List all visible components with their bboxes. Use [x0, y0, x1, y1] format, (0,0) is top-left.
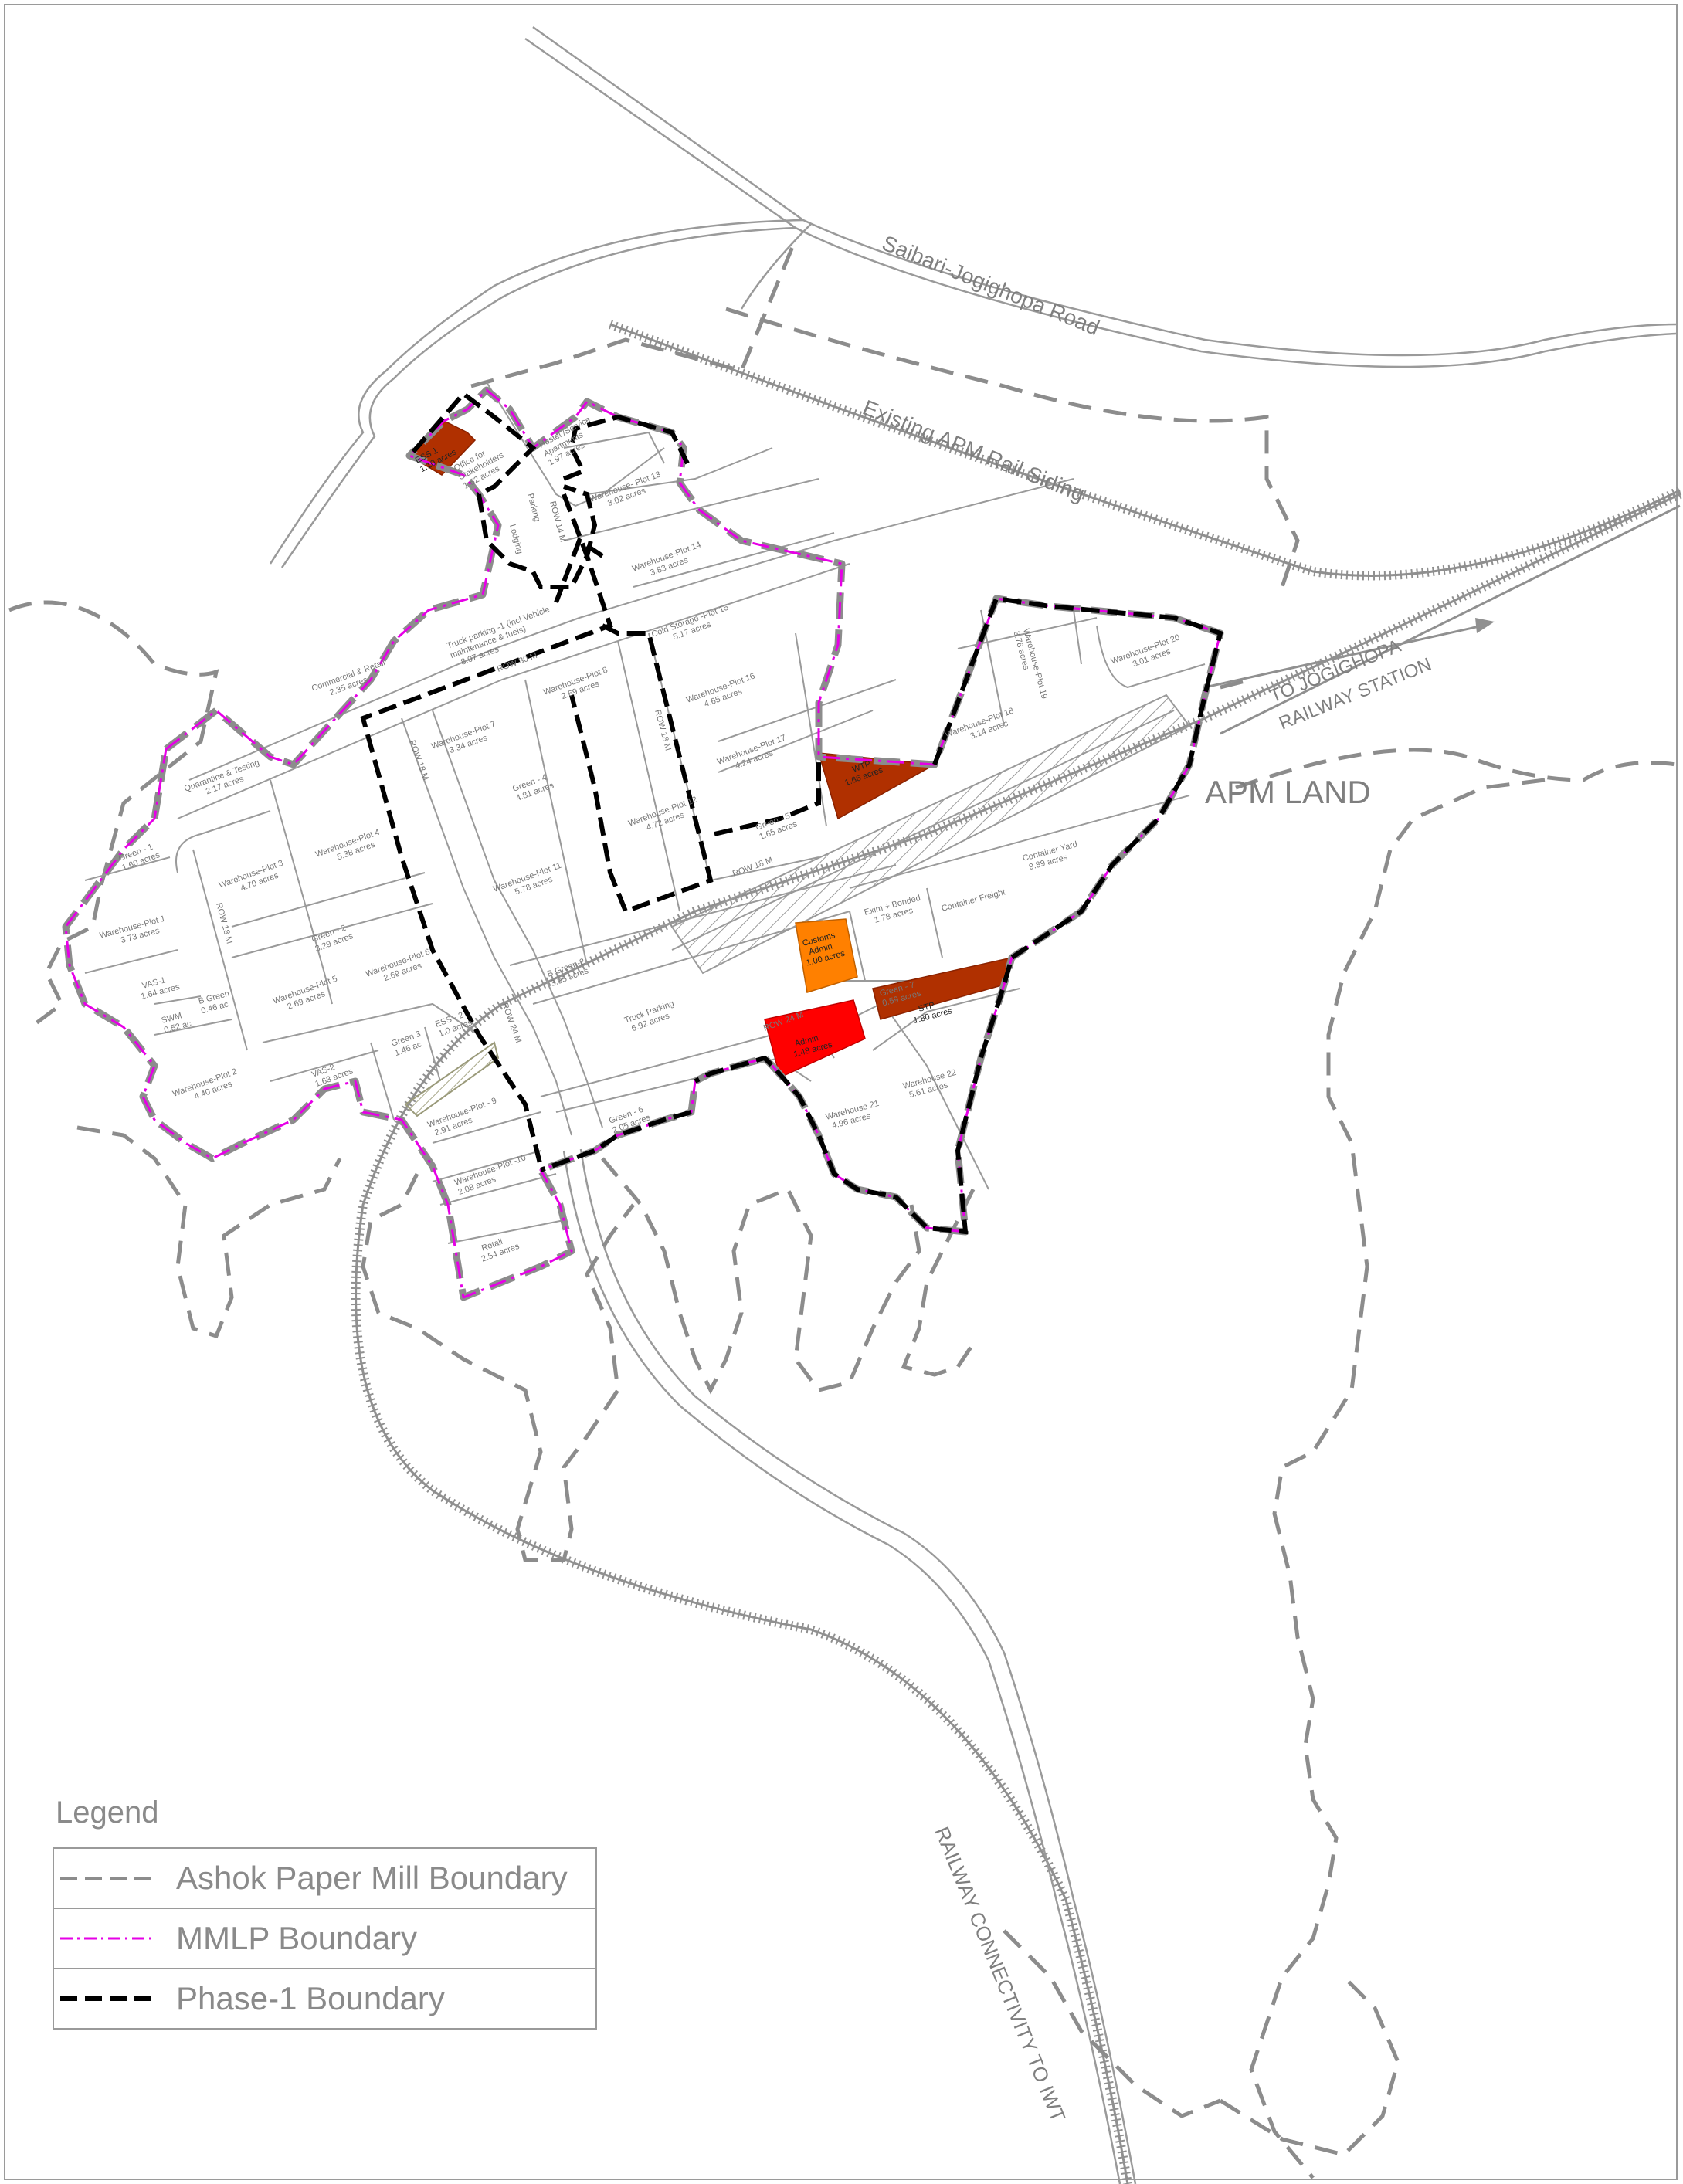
row14-label: ROW 14 M [548, 500, 568, 544]
wh7-label: Warehouse-Plot 73.34 acres [430, 720, 500, 761]
apm-land-label: APM LAND [1205, 774, 1371, 810]
admin-plot [764, 999, 866, 1079]
green1-label: Green - 11.60 acres [117, 841, 161, 873]
wh17-label: Warehouse-Plot 174.24 acres [716, 733, 791, 776]
wh12-label: Warehouse-Plot 124.72 acres [627, 795, 702, 838]
wh19-label: Warehouse-Plot 193.78 acres [1012, 628, 1049, 703]
wh16-label: Warehouse-Plot 164.65 acres [685, 671, 760, 714]
phase1-boundary-swatch-icon [60, 1996, 153, 2001]
map-labels: Saibari-Jogighopa Road Existing APM Rail… [860, 231, 1434, 2125]
phase1-boundary [360, 390, 1223, 1235]
legend-label-phase1: Phase-1 Boundary [176, 1980, 445, 2016]
container-yard-label: Container Yard9.89 acres [1022, 839, 1081, 873]
saibari-jogighopa-road [269, 25, 1677, 568]
rail-yard-hatch [670, 694, 1191, 975]
bgreen1-label: B Green0.46 ac [198, 989, 233, 1016]
wh6-label: Warehouse-Plot 62.69 acres [365, 948, 435, 989]
wh14-label: Warehouse-Plot 143.83 acres [631, 540, 706, 583]
parking-small-label: Parking [525, 493, 541, 523]
swm-label: SWM0.52 ac [161, 1009, 193, 1036]
legend-item-phase1: Phase-1 Boundary [54, 1969, 595, 2028]
green3-label: Green 31.46 ac [390, 1029, 426, 1058]
wh5-label: Warehouse-Plot 52.69 acres [272, 975, 342, 1016]
map-frame [4, 4, 1678, 2180]
rail-bridge [404, 1041, 500, 1117]
legend-label-apm: Ashok Paper Mill Boundary [176, 1860, 568, 1896]
apm-rail-siding [608, 320, 1682, 581]
wh2-label: Warehouse-Plot 24.40 acres [171, 1067, 242, 1108]
legend-table: Ashok Paper Mill Boundary MMLP Boundary … [53, 1847, 597, 2030]
apm-boundary-swatch-icon [60, 1877, 153, 1880]
bgreen2-label: B Green-23.95 acres [546, 957, 590, 989]
cold15-label: Cold Storage -Plot 155.17 acres [650, 603, 733, 649]
customs-plot [795, 918, 858, 993]
wh8-label: Warehouse-Plot 82.69 acres [542, 666, 612, 707]
approach-road [562, 1148, 1137, 2184]
wh9-label: Warehouse-Plot - 92.91 acres [426, 1096, 501, 1139]
row18b-label: ROW 18 M [407, 739, 430, 782]
wh20-label: Warehouse-Plot 203.01 acres [1110, 632, 1185, 676]
wh21-label: Warehouse 214.96 acres [825, 1099, 883, 1132]
mmlp-boundary [62, 386, 1224, 1301]
exim-label: Exim + Bonded1.78 acres [864, 894, 925, 928]
railway-to-iwt [351, 490, 1682, 2184]
apm-boundary [8, 239, 1677, 2179]
vas1-label: VAS-11.64 acres [137, 972, 182, 1002]
row24b-label: ROW 24 M [500, 1002, 523, 1044]
truckp-label: Truck Parking6.92 acres [623, 999, 679, 1035]
wh4-label: Warehouse-Plot 45.38 acres [314, 828, 385, 869]
legend-item-mmlp: MMLP Boundary [54, 1909, 595, 1969]
rail-siding-label: Existing APM Rail Siding [860, 395, 1088, 507]
wh1-label: Warehouse-Plot 13.73 acres [99, 914, 169, 951]
row18-label: ROW 18 M [731, 856, 774, 879]
container-freight-label: Container Freight [941, 887, 1006, 914]
legend-item-apm: Ashok Paper Mill Boundary [54, 1849, 595, 1909]
green4-label: Green - 44.81 acres [511, 772, 555, 803]
commercial-label: Commercial & Retail2.35 acres [310, 658, 390, 703]
truck1-label: Truck parking -1 (incl Vehiclemaintenanc… [446, 605, 558, 670]
legend-label-mmlp: MMLP Boundary [176, 1920, 418, 1956]
wh3-label: Warehouse-Plot 34.70 acres [218, 859, 288, 900]
road-name-label: Saibari-Jogighopa Road [879, 231, 1103, 340]
lodging-label: Lodging [507, 524, 524, 555]
mmlp-boundary-swatch-icon [60, 1937, 153, 1940]
row30-label: ROW 30 M [496, 651, 538, 674]
legend: Legend Ashok Paper Mill Boundary MMLP Bo… [53, 1796, 597, 2030]
legend-title: Legend [56, 1796, 159, 1830]
